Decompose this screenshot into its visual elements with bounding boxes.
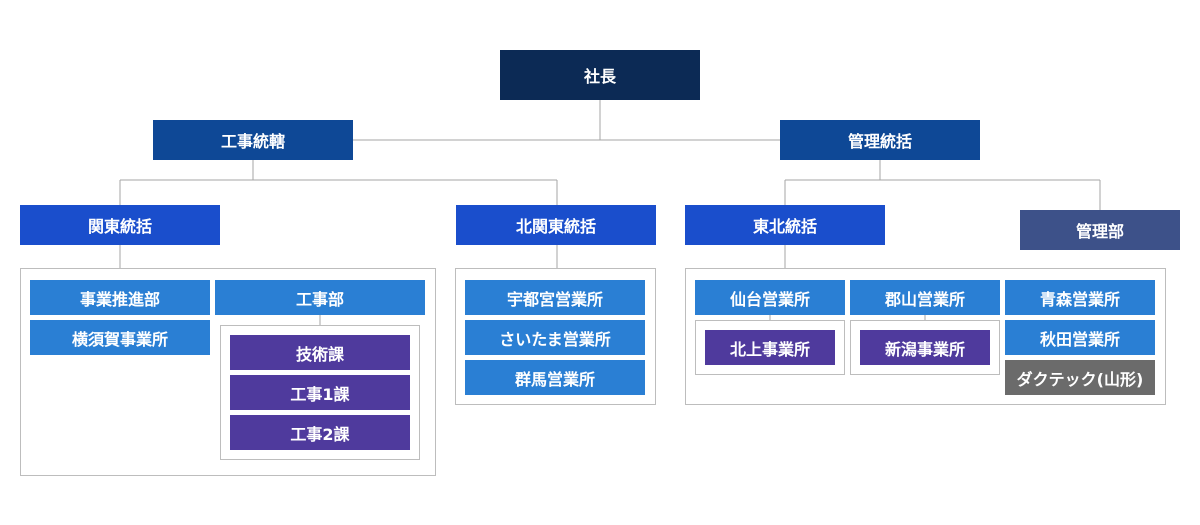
tohoku-region-box: 東北統括 (685, 205, 885, 245)
saitama-office-box: さいたま営業所 (465, 320, 645, 355)
admin-division-box: 管理統括 (780, 120, 980, 160)
yokosuka-office-box: 横須賀事業所 (30, 320, 210, 355)
construction-division-box: 工事統轄 (153, 120, 353, 160)
kita-kanto-region-box: 北関東統括 (456, 205, 656, 245)
kanto-group-frame (20, 268, 436, 476)
akita-office-box: 秋田営業所 (1005, 320, 1155, 355)
dactec-yamagata-box: ダクテック(山形) (1005, 360, 1155, 395)
koriyama-sub-frame (850, 320, 1000, 375)
construction-dept-box: 工事部 (215, 280, 425, 315)
tohoku-group-frame (685, 268, 1166, 405)
utsunomiya-office-box: 宇都宮営業所 (465, 280, 645, 315)
president-box: 社長 (500, 50, 700, 100)
construction-section-2-box: 工事2課 (230, 415, 410, 450)
aomori-office-box: 青森営業所 (1005, 280, 1155, 315)
kitakami-office-box: 北上事業所 (705, 330, 835, 365)
tech-section-box: 技術課 (230, 335, 410, 370)
project-promotion-dept-box: 事業推進部 (30, 280, 210, 315)
koriyama-office-box: 郡山営業所 (850, 280, 1000, 315)
admin-dept-box: 管理部 (1020, 210, 1180, 250)
sendai-sub-frame (695, 320, 845, 375)
construction-sections-frame (220, 325, 420, 460)
sendai-office-box: 仙台営業所 (695, 280, 845, 315)
niigata-office-box: 新潟事業所 (860, 330, 990, 365)
kita-kanto-group-frame (455, 268, 656, 405)
construction-section-1-box: 工事1課 (230, 375, 410, 410)
gunma-office-box: 群馬営業所 (465, 360, 645, 395)
kanto-region-box: 関東統括 (20, 205, 220, 245)
